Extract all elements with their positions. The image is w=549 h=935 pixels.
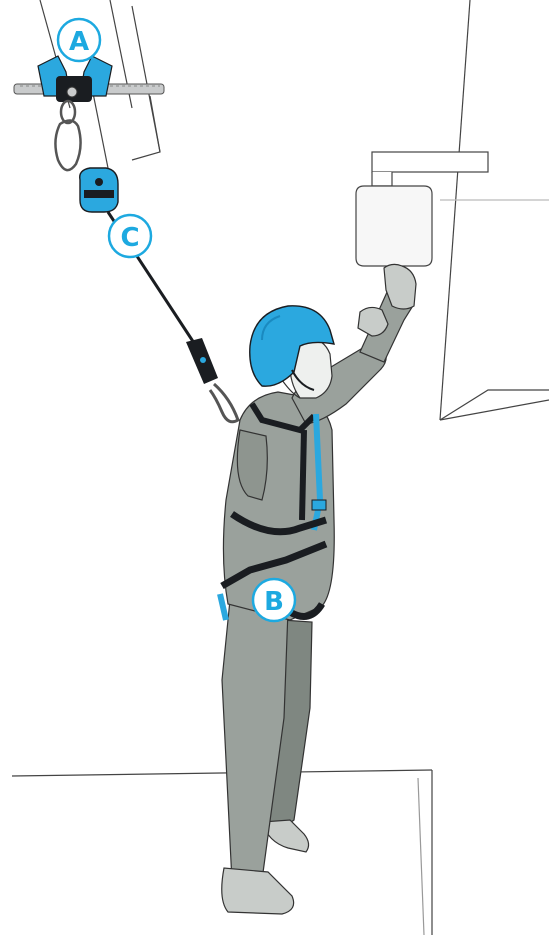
callout-c: C: [109, 215, 151, 257]
worker: [220, 264, 416, 914]
platform: [12, 770, 432, 935]
callout-b: B: [253, 579, 295, 621]
callout-c-label: C: [120, 223, 139, 253]
anchor-device: [38, 56, 112, 102]
ceiling-bracket: [356, 152, 488, 266]
carabiner-chain: [55, 101, 80, 170]
lifeline-housing: [80, 168, 118, 212]
callout-b-label: B: [264, 587, 284, 617]
callout-a-label: A: [69, 27, 89, 57]
callout-a: A: [58, 19, 100, 61]
